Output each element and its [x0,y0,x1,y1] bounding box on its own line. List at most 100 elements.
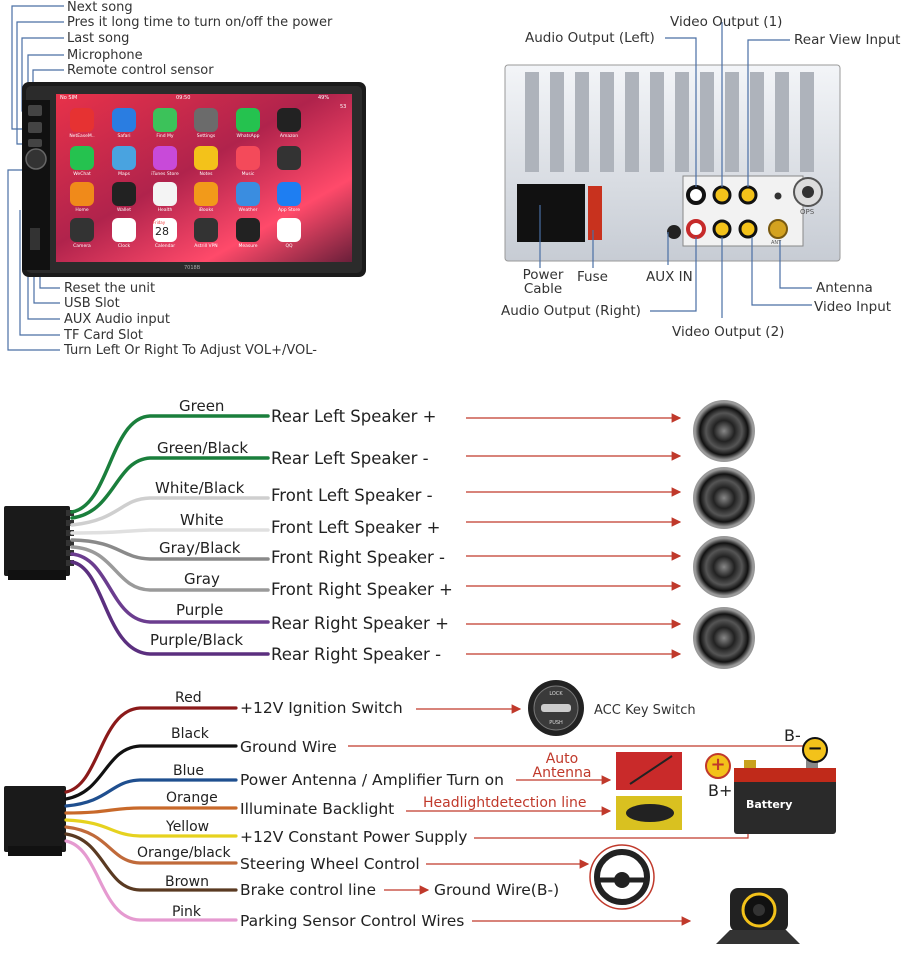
speaker-wire-color-label: Green [179,397,225,415]
app-icon[interactable] [112,218,136,242]
app-icon[interactable] [112,182,136,206]
label-ops: OPS [800,208,815,216]
speaker-arrows [466,413,682,659]
speaker-wire-function-label: Rear Right Speaker + [271,614,449,633]
app-icon[interactable] [153,146,177,170]
app-label: Clock [117,244,131,249]
app-label: Home [75,208,89,213]
app-label: Astrill VPN [194,244,218,249]
label-power: Pres it long time to turn on/off the pow… [67,15,333,30]
rear-camera-icon [716,888,800,944]
app-label: App Store [277,208,301,213]
rear-panel [504,64,841,262]
app-icon[interactable] [277,146,301,170]
app-label: Maps [118,172,130,177]
speaker-wire-color-label: Green/Black [157,439,249,457]
power-wire-color-label: Pink [172,904,202,920]
app-icon[interactable] [277,218,301,242]
label-video-out-2: Video Output (2) [672,324,785,340]
label-usb: USB Slot [64,296,120,311]
label-audio-out-left: Audio Output (Left) [525,30,655,46]
status-time: 09:50 [176,95,191,101]
auto-antenna-label: Auto Antenna [532,751,592,781]
label-remote-sensor: Remote control sensor [67,63,214,78]
label-aux-audio: AUX Audio input [64,312,170,327]
power-wire-color-label: Black [171,726,209,742]
power-wire-color-label: Orange [166,790,218,806]
power-wire-function-label: Brake control line [240,881,377,899]
headlight-label: Headlightdetection line [423,795,587,811]
app-icon[interactable] [70,218,94,242]
speaker-connector [4,506,74,580]
app-icon[interactable] [70,146,94,170]
app-icon[interactable] [236,218,260,242]
app-icon[interactable] [153,182,177,206]
app-label: Settings [196,134,216,139]
app-label: NetEaseM.. [69,134,95,139]
label-power-cable: Power Cable [522,267,564,297]
app-icon[interactable] [236,146,260,170]
app-label: Music [241,172,255,177]
b-minus-label: B- [784,726,801,745]
label-antenna: Antenna [816,280,873,296]
page-badge: 53 [340,104,347,110]
label-rear-view-input: Rear View Input [794,32,901,48]
app-icon[interactable] [70,108,94,132]
app-icon[interactable] [112,108,136,132]
app-icon[interactable] [236,108,260,132]
app-icon[interactable] [153,108,177,132]
speaker-wire-function-label: Front Right Speaker + [271,580,453,599]
speakers [693,400,755,669]
app-label: WeChat [73,172,91,177]
label-video-out-1: Video Output (1) [670,14,783,30]
label-ant: ANT [771,240,782,246]
speaker-wire-color-label: Purple/Black [150,631,244,649]
acc-key-lock: LOCK [549,691,563,697]
battery-icon [705,737,836,834]
speaker-wire-function-label: Rear Left Speaker + [271,407,437,426]
app-icon[interactable] [277,108,301,132]
acc-key-switch-icon [528,680,584,736]
speaker-wires [70,414,270,656]
speaker-wire-function-label: Rear Right Speaker - [271,645,442,664]
app-label: iBooks [198,208,214,213]
label-tf-card: TF Card Slot [64,328,144,343]
acc-key-push: PUSH [549,720,563,726]
speaker-wire-color-label: Gray [184,570,220,588]
status-no-sim: No SIM [60,95,78,101]
headlight-photo [616,796,682,830]
power-wire-color-label: Yellow [166,819,210,835]
app-icon[interactable] [194,146,218,170]
label-next-song: Next song [67,0,133,15]
label-audio-out-right: Audio Output (Right) [501,303,641,319]
label-fuse: Fuse [577,269,608,285]
model-label: 7018B [184,265,201,271]
auto-antenna-photo [616,752,682,790]
speaker-wire-color-label: White [180,511,224,529]
app-icon[interactable] [112,146,136,170]
app-icon[interactable] [194,218,218,242]
acc-key-label: ACC Key Switch [594,703,696,718]
calendar-date: 28 [155,225,169,238]
app-icon[interactable] [194,182,218,206]
speaker-wire-color-label: White/Black [155,479,245,497]
speaker-wire-function-label: Front Left Speaker - [271,486,433,505]
app-icon[interactable] [277,182,301,206]
speaker-wire-color-label: Gray/Black [159,539,241,557]
app-icon[interactable] [70,182,94,206]
calendar-day: Friday [153,220,166,225]
battery-label: Battery [746,798,793,811]
app-label: Calendar [154,244,176,249]
speaker-wire-function-label: Front Left Speaker + [271,518,441,537]
app-label: Measure [238,244,258,249]
rear-panel-leaders [539,22,812,318]
label-last-song: Last song [67,31,130,46]
speaker-wire-color-label: Purple [176,601,224,619]
label-microphone: Microphone [67,48,143,63]
ground-wire-b-label: Ground Wire(B-) [434,881,560,899]
app-icon[interactable] [194,108,218,132]
app-label: Wallet [117,208,131,213]
app-icon[interactable] [153,218,177,242]
app-icon[interactable] [236,182,260,206]
power-wire-function-label: Steering Wheel Control [240,855,420,873]
